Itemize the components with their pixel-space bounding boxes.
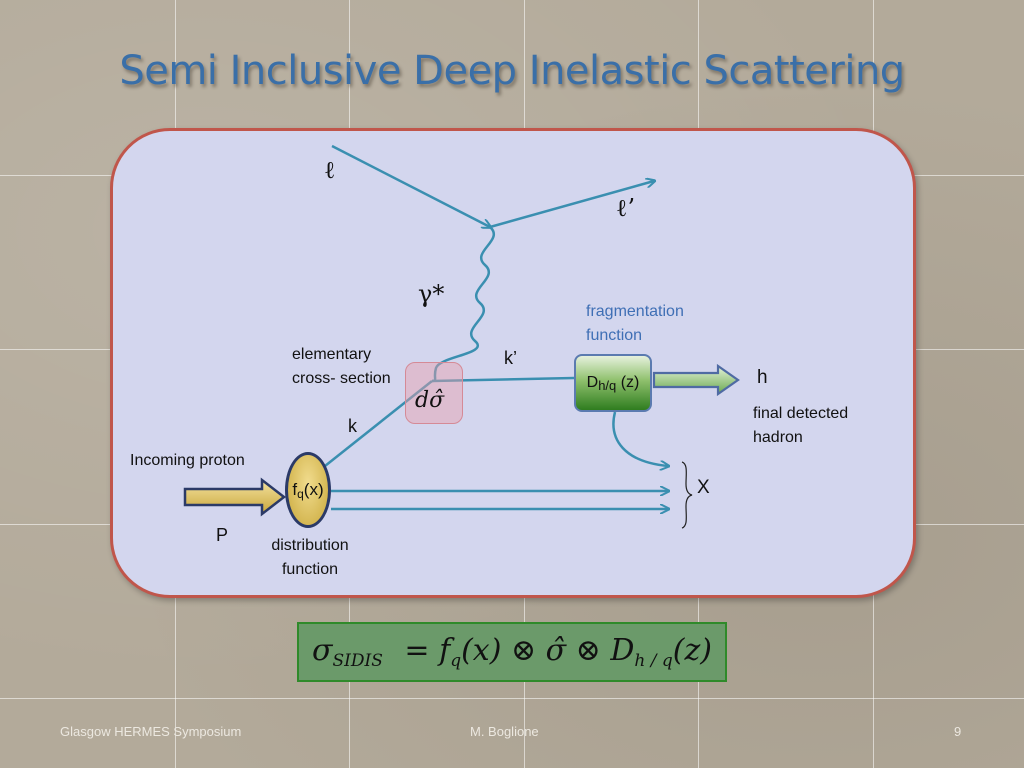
photon-label: γ* bbox=[418, 280, 445, 308]
fragmentation-function-box: Dh/q (z) bbox=[574, 354, 652, 412]
footer-page-number: 9 bbox=[954, 724, 962, 739]
formula-expression: σSIDIS = fq(x) ⊗ σ̂ ⊗ Dh / q(z) bbox=[312, 633, 712, 671]
final-hadron-label-line1: final detected bbox=[753, 405, 849, 422]
fragmentation-label-line2: function bbox=[586, 327, 643, 344]
incoming-lepton-line bbox=[331, 144, 490, 227]
lepton-out-label: ℓ’ bbox=[616, 194, 636, 222]
elementary-label-line1: elementary bbox=[292, 346, 372, 363]
elementary-label-line2: cross- section bbox=[292, 370, 391, 387]
lepton-in-label: ℓ bbox=[324, 156, 336, 184]
proton-arrow-icon bbox=[183, 477, 287, 517]
distribution-label-line1: distribution bbox=[271, 537, 349, 554]
sidis-cross-section-formula: σSIDIS = fq(x) ⊗ σ̂ ⊗ Dh / q(z) bbox=[297, 622, 727, 682]
dhq-label: Dh/q (z) bbox=[586, 373, 640, 393]
quark-kprime-line bbox=[431, 376, 575, 383]
footer-author: M. Boglione bbox=[470, 724, 539, 739]
fragmentation-remnant-line bbox=[612, 411, 668, 466]
distribution-label-line2: function bbox=[281, 561, 339, 578]
fragmentation-label-line1: fragmentation bbox=[586, 303, 684, 320]
remnant-brace bbox=[681, 461, 693, 529]
grid-line bbox=[0, 698, 1024, 699]
final-hadron-label-line2: hadron bbox=[753, 429, 803, 446]
slide-title: Semi Inclusive Deep Inelastic Scattering bbox=[119, 48, 905, 94]
proton-p-label: P bbox=[216, 525, 229, 545]
k-prime-label: k’ bbox=[504, 348, 517, 368]
fq-label: fq(x) bbox=[292, 479, 324, 501]
dsigma-hat-label: dσ̂ bbox=[415, 388, 445, 413]
outgoing-lepton-line bbox=[489, 181, 654, 229]
remnant-x-label: X bbox=[697, 477, 710, 498]
incoming-proton-label: Incoming proton bbox=[130, 452, 245, 469]
hadron-h-label: h bbox=[757, 367, 768, 388]
virtual-photon-line bbox=[431, 226, 495, 383]
k-label: k bbox=[348, 416, 357, 436]
hadron-arrow-icon bbox=[652, 363, 740, 397]
distribution-function-ellipse: fq(x) bbox=[285, 452, 331, 528]
footer-event: Glasgow HERMES Symposium bbox=[60, 724, 242, 739]
diagram-panel bbox=[110, 128, 916, 598]
quark-k-line bbox=[324, 380, 433, 467]
elementary-vertex-box bbox=[405, 362, 463, 424]
